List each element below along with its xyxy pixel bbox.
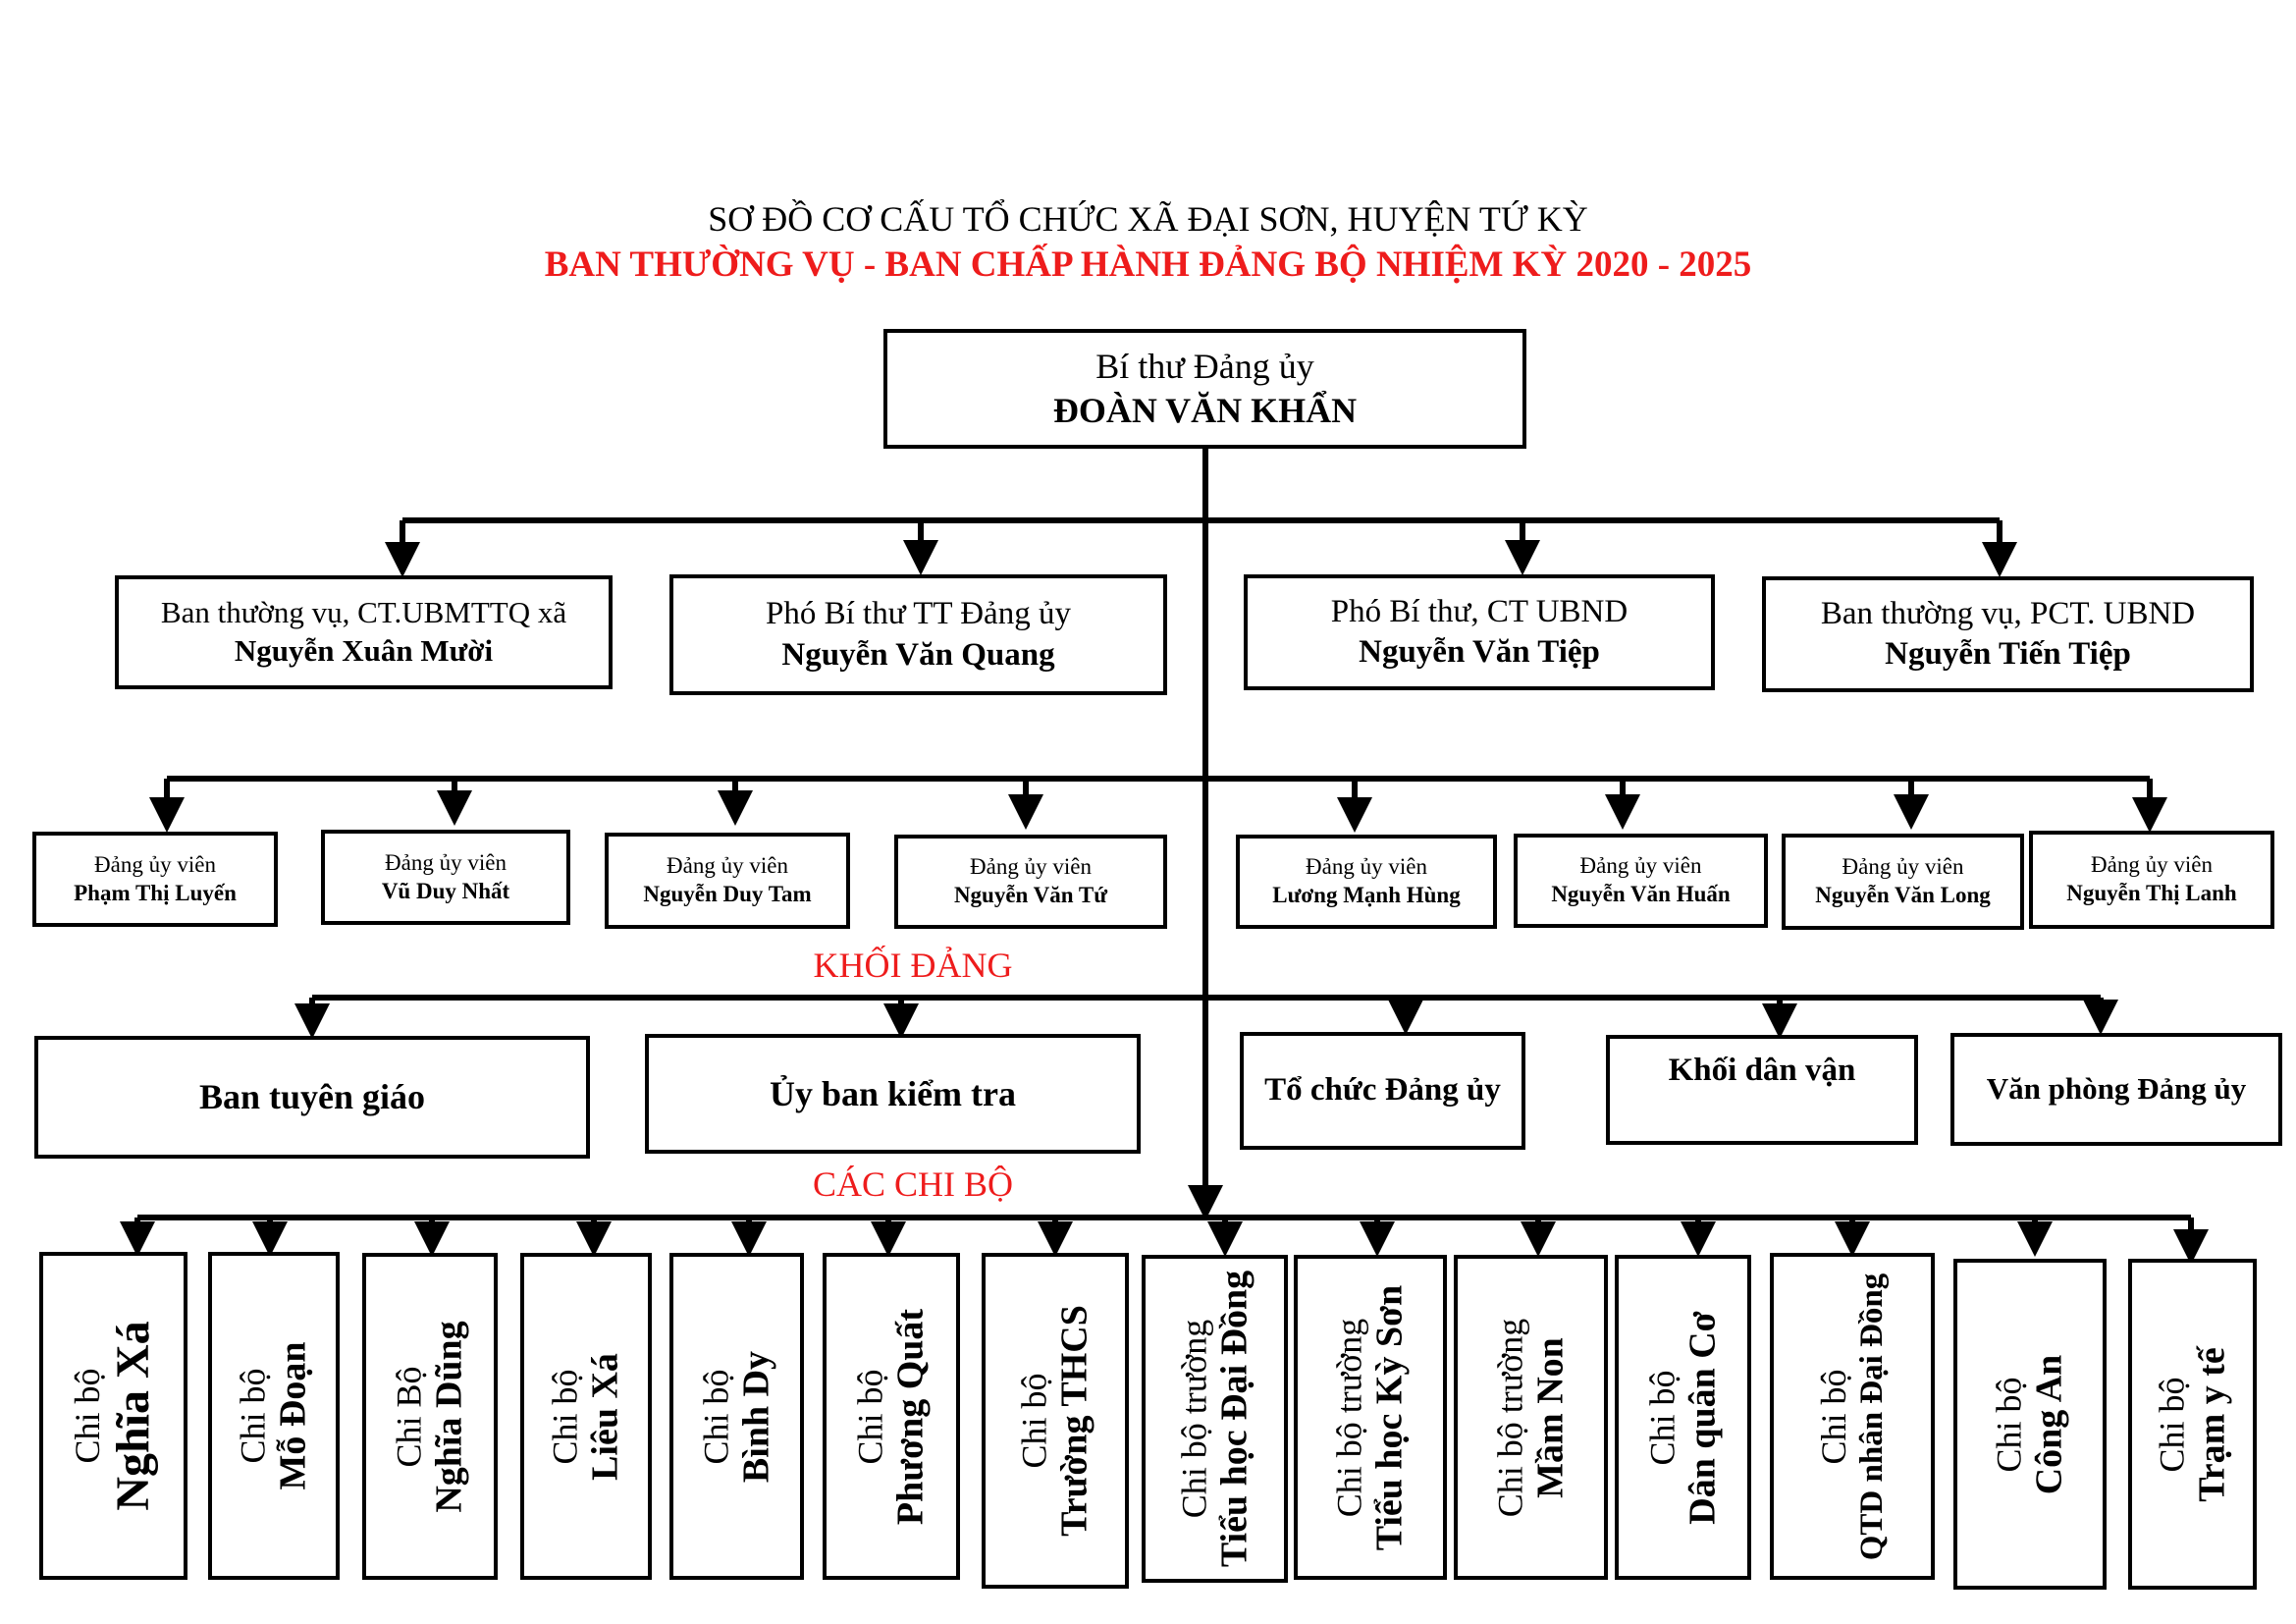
chi-bo-name: Mầm Non	[1528, 1336, 1571, 1498]
chi-bo-top: Chi bộ trường	[1489, 1318, 1529, 1517]
node-name: Nguyễn Xuân Mười	[234, 633, 494, 668]
khoi-dang-label: Tổ chức Đảng ủy	[1264, 1072, 1501, 1109]
chi-bo-name: Dân quân Cơ	[1681, 1310, 1723, 1525]
chi-bo-name: Mỗ Đoạn	[271, 1341, 313, 1490]
member-node: Đảng ủy viên Nguyễn Thị Lanh	[2029, 831, 2274, 929]
chi-bo-top: Chi bộ	[1641, 1370, 1682, 1466]
node-name: Nguyễn Văn Tiệp	[1359, 634, 1600, 670]
chi-bo-top: Chi bộ trường	[1173, 1319, 1213, 1519]
level1-node: Ban thường vụ, CT.UBMTTQ xã Nguyễn Xuân …	[115, 575, 613, 689]
khoi-dang-node: Khối dân vận	[1606, 1035, 1918, 1145]
chi-bo-top: Chi bộ	[695, 1369, 735, 1465]
chart-title: SƠ ĐỒ CƠ CẤU TỔ CHỨC XÃ ĐẠI SƠN, HUYỆN T…	[708, 199, 1588, 239]
member-role: Đảng ủy viên	[2091, 852, 2213, 878]
member-name: Nguyễn Duy Tam	[643, 882, 812, 906]
member-name: Nguyễn Thị Lanh	[2066, 881, 2237, 905]
khoi-dang-label: Khối dân vận	[1668, 1053, 1856, 1088]
chi-bo-name: Nghĩa Dũng	[427, 1320, 469, 1513]
member-node: Đảng ủy viên Phạm Thị Luyến	[32, 832, 278, 927]
chi-bo-top: Chi bộ	[233, 1368, 273, 1464]
chart-subtitle: BAN THƯỜNG VỤ - BAN CHẤP HÀNH ĐẢNG BỘ NH…	[544, 244, 1752, 285]
member-role: Đảng ủy viên	[1306, 854, 1427, 880]
level1-node: Phó Bí thư, CT UBND Nguyễn Văn Tiệp	[1244, 574, 1715, 690]
member-node: Đảng ủy viên Nguyễn Văn Long	[1782, 834, 2024, 930]
member-node: Đảng ủy viên Nguyễn Duy Tam	[605, 833, 850, 929]
member-name: Nguyễn Văn Tứ	[953, 883, 1108, 907]
level1-node: Ban thường vụ, PCT. UBND Nguyễn Tiến Tiệ…	[1762, 576, 2254, 692]
khoi-dang-label: Văn phòng Đảng ủy	[1986, 1071, 2247, 1107]
chi-bo-name: Phương Quất	[888, 1308, 931, 1525]
member-role: Đảng ủy viên	[667, 853, 788, 879]
chi-bo-top: Chi bộ trường	[1329, 1318, 1369, 1517]
chi-bo-top: Chi bộ	[1989, 1377, 2029, 1473]
member-name: Nguyễn Văn Huấn	[1551, 882, 1731, 906]
khoi-dang-node: Văn phòng Đảng ủy	[1950, 1033, 2282, 1146]
root-role: Bí thư Đảng ủy	[1095, 347, 1314, 386]
chi-bo-top: Chi bộ	[545, 1368, 585, 1465]
chi-bo-name: Trường THCS	[1052, 1305, 1095, 1537]
member-node: Đảng ủy viên Nguyễn Văn Tứ	[894, 835, 1167, 929]
member-name: Nguyễn Văn Long	[1815, 883, 1991, 907]
chi-bo-name: Liêu Xá	[583, 1352, 625, 1481]
node-role: Ban thường vụ, PCT. UBND	[1820, 595, 2196, 631]
section-chi-bo-label: CÁC CHI BỘ	[812, 1164, 1014, 1204]
level1-node: Phó Bí thư TT Đảng ủy Nguyễn Văn Quang	[669, 574, 1167, 695]
node-role: Ban thường vụ, CT.UBMTTQ xã	[160, 595, 567, 630]
khoi-dang-node: Tổ chức Đảng ủy	[1240, 1032, 1525, 1150]
member-role: Đảng ủy viên	[385, 849, 507, 875]
chi-bo-name: Công An	[2027, 1354, 2069, 1494]
chi-bo-name: Tiểu học Kỳ Sơn	[1367, 1284, 1410, 1550]
chi-bo-top: Chi bộ	[2151, 1376, 2191, 1473]
chi-bo-name: Trạm y tế	[2190, 1346, 2232, 1502]
khoi-dang-node: Ban tuyên giáo	[34, 1036, 590, 1159]
node-name: Nguyễn Tiến Tiệp	[1885, 636, 2131, 672]
root-name: ĐOÀN VĂN KHẨN	[1052, 391, 1358, 430]
member-role: Đảng ủy viên	[970, 854, 1092, 880]
khoi-dang-label: Ban tuyên giáo	[198, 1077, 426, 1116]
member-node: Đảng ủy viên Nguyễn Văn Huấn	[1514, 834, 1768, 928]
member-node: Đảng ủy viên Vũ Duy Nhất	[321, 830, 570, 925]
member-node: Đảng ủy viên Lương Mạnh Hùng	[1236, 835, 1497, 929]
chi-bo-top: Chi bộ	[1814, 1368, 1854, 1465]
node-role: Phó Bí thư TT Đảng ủy	[766, 596, 1071, 632]
root-node: Bí thư Đảng ủy ĐOÀN VĂN KHẨN	[883, 329, 1526, 449]
member-role: Đảng ủy viên	[1579, 853, 1702, 879]
chi-bo-top: Chi Bộ	[389, 1365, 429, 1468]
chi-bo-name: Bình Dy	[734, 1350, 776, 1483]
khoi-dang-node: Ủy ban kiểm tra	[645, 1034, 1141, 1154]
chi-bo-name: QTD nhân Đại Đồng	[1853, 1272, 1890, 1560]
node-name: Nguyễn Văn Quang	[781, 636, 1055, 673]
member-role: Đảng ủy viên	[94, 851, 216, 877]
member-name: Phạm Thị Luyến	[74, 880, 237, 905]
chi-bo-top: Chi bộ	[850, 1368, 890, 1465]
member-role: Đảng ủy viên	[1842, 854, 1964, 880]
chi-bo-top: Chi bộ	[1014, 1373, 1054, 1469]
member-name: Vũ Duy Nhất	[381, 878, 510, 903]
section-khoi-dang-label: KHỐI ĐẢNG	[813, 946, 1013, 985]
chi-bo-name: Tiểu học Đại Đồng	[1212, 1270, 1255, 1568]
member-name: Lương Mạnh Hùng	[1272, 883, 1461, 907]
chi-bo-top: Chi bộ	[67, 1368, 107, 1464]
node-role: Phó Bí thư, CT UBND	[1330, 593, 1629, 629]
khoi-dang-label: Ủy ban kiểm tra	[770, 1073, 1016, 1113]
chi-bo-name: Nghĩa Xá	[105, 1321, 158, 1511]
